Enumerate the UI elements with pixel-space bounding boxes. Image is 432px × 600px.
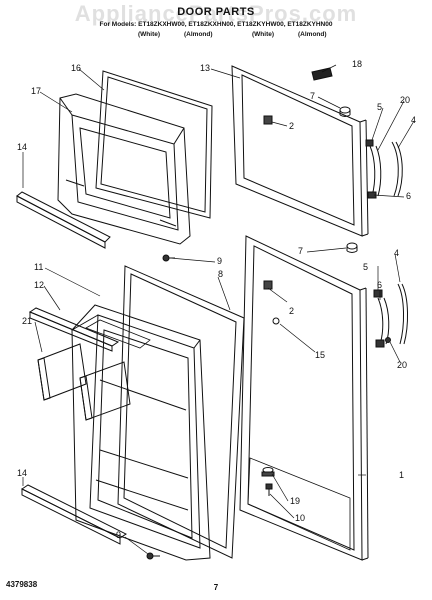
callout-9-bottom: 9 bbox=[116, 530, 121, 540]
callout-12: 12 bbox=[34, 280, 44, 290]
callout-14-top: 14 bbox=[17, 142, 27, 152]
leader-lines bbox=[22, 64, 415, 555]
logo-badge bbox=[311, 67, 333, 81]
callout-labels: 16 17 13 18 7 2 5 20 4 6 14 9 11 12 8 21… bbox=[17, 59, 416, 540]
watermark: AppliancePartsPros.com bbox=[74, 1, 358, 26]
fresh-food-outer-door bbox=[239, 235, 369, 561]
callout-8: 8 bbox=[218, 269, 223, 279]
lower-handle-parts bbox=[373, 283, 408, 348]
callout-14-bottom: 14 bbox=[17, 468, 27, 478]
top-plug bbox=[339, 106, 351, 117]
color-label-1: (White) bbox=[138, 31, 161, 38]
color-label-4: (Almond) bbox=[298, 31, 327, 38]
callout-16: 16 bbox=[71, 63, 81, 73]
callout-20-mid: 20 bbox=[397, 360, 407, 370]
callout-7-top: 7 bbox=[310, 91, 315, 101]
callout-15: 15 bbox=[315, 350, 325, 360]
callout-4-mid: 4 bbox=[394, 248, 399, 258]
fresh-food-door-liner bbox=[71, 304, 211, 561]
callout-6-mid: 6 bbox=[377, 280, 382, 290]
callout-6-top: 6 bbox=[406, 191, 411, 201]
color-label-2: (Almond) bbox=[184, 31, 213, 38]
callout-20-top: 20 bbox=[400, 95, 410, 105]
model-list: For Models: ET18ZKXHW00, ET18ZKXHN00, ET… bbox=[99, 21, 333, 28]
callout-7-mid: 7 bbox=[298, 246, 303, 256]
fresh-food-trim bbox=[28, 307, 120, 352]
top-handle-parts bbox=[365, 139, 403, 199]
bottom-trim-strip bbox=[21, 484, 127, 545]
top-screw-cap bbox=[263, 115, 273, 125]
freezer-outer-door bbox=[231, 65, 369, 237]
color-label-3: (White) bbox=[252, 31, 275, 38]
freezer-gasket bbox=[95, 70, 213, 219]
screw-9-bottom bbox=[146, 552, 160, 560]
fresh-food-gasket bbox=[117, 265, 245, 559]
callout-5-mid: 5 bbox=[363, 262, 368, 272]
callout-1: 1 bbox=[399, 470, 404, 480]
callout-4-top: 4 bbox=[411, 115, 416, 125]
callout-19: 19 bbox=[290, 496, 300, 506]
bottom-hinge-parts bbox=[261, 467, 275, 496]
page-number: 7 bbox=[213, 583, 219, 592]
door-bins bbox=[37, 343, 131, 421]
callout-18: 18 bbox=[352, 59, 362, 69]
callout-5-top: 5 bbox=[377, 102, 382, 112]
callout-10: 10 bbox=[295, 513, 305, 523]
middle-screw-cap bbox=[263, 280, 273, 290]
callout-9-top: 9 bbox=[217, 256, 222, 266]
middle-plug bbox=[346, 242, 358, 253]
callout-2-mid: 2 bbox=[289, 306, 294, 316]
callout-13: 13 bbox=[200, 63, 210, 73]
freezer-door-liner bbox=[57, 93, 191, 245]
screw-15 bbox=[272, 317, 280, 325]
callout-17: 17 bbox=[31, 86, 41, 96]
callout-11: 11 bbox=[34, 262, 43, 272]
diagram-title: DOOR PARTS bbox=[177, 6, 255, 18]
callout-2-top: 2 bbox=[289, 121, 294, 131]
freezer-trim-strip bbox=[16, 191, 111, 249]
part-number-footer: 4379838 bbox=[6, 580, 38, 589]
callout-21: 21 bbox=[22, 316, 32, 326]
